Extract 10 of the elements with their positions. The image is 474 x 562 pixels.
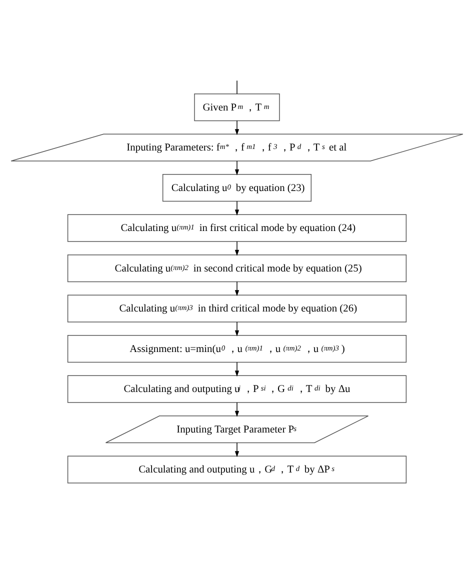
arrow: [234, 200, 240, 216]
arrow: [234, 160, 240, 175]
arrow: [234, 361, 240, 376]
arrow: [234, 402, 240, 416]
arrow: [234, 120, 240, 135]
arrow: [234, 280, 240, 296]
arrow: [234, 442, 240, 457]
connector: [236, 80, 238, 94]
arrow: [234, 321, 240, 336]
arrow: [234, 240, 240, 256]
